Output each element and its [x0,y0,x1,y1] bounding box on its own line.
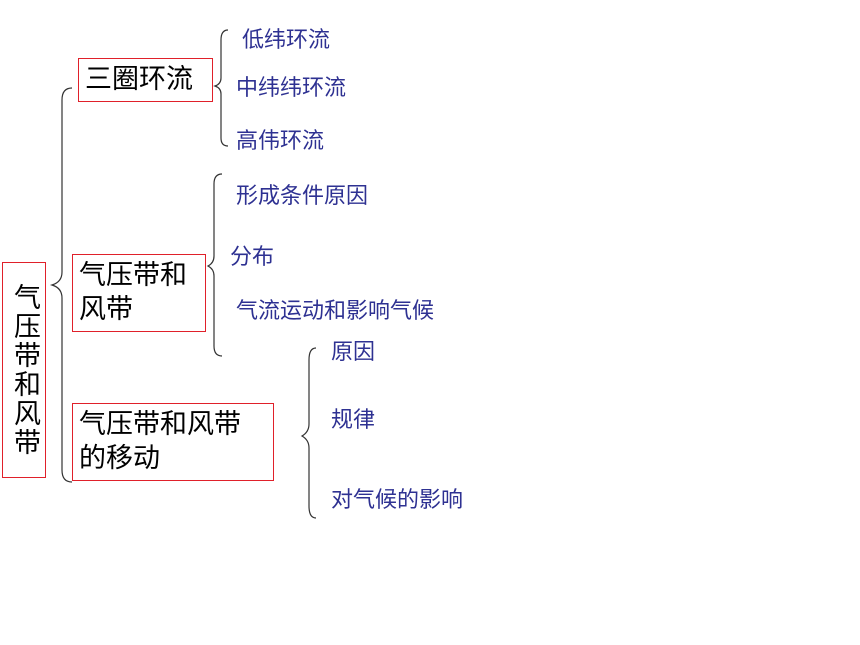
leaf-3-2: 规律 [331,408,376,433]
brace-3 [300,347,317,519]
root-brace [49,87,73,483]
brace-1 [213,29,229,147]
root-node: 气压带和风带 [2,262,46,478]
branch-3-label: 气压带和风带的移动 [79,409,241,474]
branch-2-node: 气压带和风带 [72,254,206,332]
brace-2 [206,173,223,357]
leaf-1-2: 中纬纬环流 [236,76,347,101]
leaf-2-1: 形成条件原因 [236,184,369,209]
leaf-1-1: 低纬环流 [242,28,331,53]
leaf-3-1: 原因 [331,340,376,365]
branch-2-label: 气压带和风带 [79,260,187,325]
branch-1-node: 三圈环流 [78,58,213,102]
branch-3-node: 气压带和风带的移动 [72,403,274,481]
leaf-2-2: 分布 [230,245,275,270]
leaf-1-3: 高伟环流 [236,129,325,154]
leaf-3-3: 对气候的影响 [331,488,464,513]
leaf-2-3: 气流运动和影响气候 [236,299,435,324]
branch-1-label: 三圈环流 [85,64,193,95]
